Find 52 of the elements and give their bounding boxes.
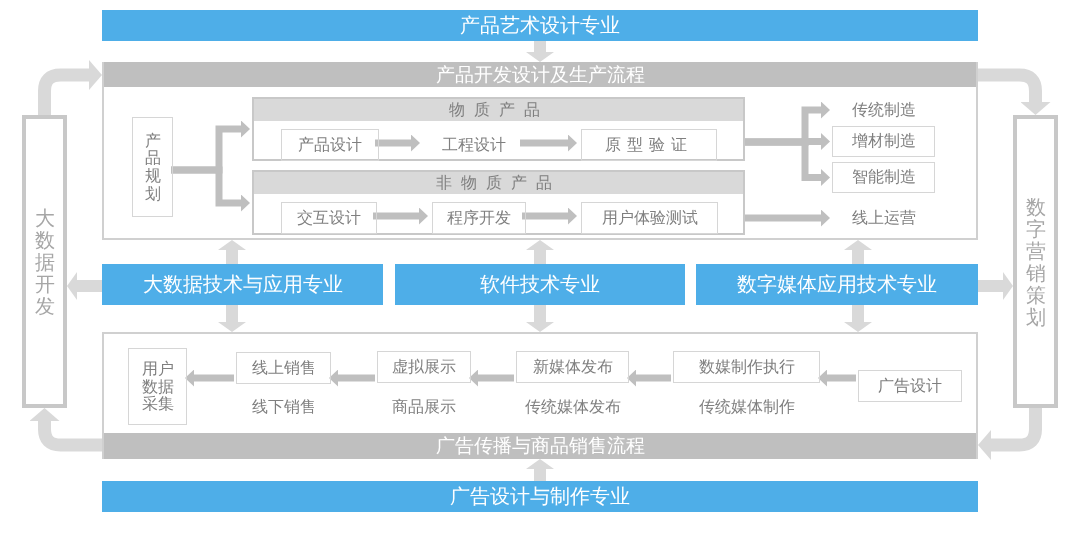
block-arrow — [526, 41, 554, 62]
major-banner: 软件技术专业 — [395, 264, 685, 305]
step-box: 增材制造 — [832, 126, 935, 157]
product-group — [252, 97, 745, 161]
block-arrow — [978, 68, 1051, 115]
side-panel: 大数据开发 — [22, 115, 67, 408]
block-arrow — [526, 459, 554, 481]
group-header: 非物质产品 — [254, 172, 743, 194]
step-box: 线上销售 — [236, 352, 331, 384]
step-box: 用户体验测试 — [581, 202, 718, 234]
step-box: 原型验证 — [581, 129, 717, 161]
block-arrow — [218, 240, 246, 264]
block-arrow — [218, 305, 246, 332]
group-header: 物质产品 — [254, 99, 743, 121]
block-arrow — [67, 272, 102, 300]
block-arrow — [526, 305, 554, 332]
step-box: 智能制造 — [832, 162, 935, 193]
step-label: 线上运营 — [832, 205, 935, 231]
step-box: 产品设计 — [281, 129, 379, 161]
block-arrow — [743, 138, 830, 186]
block-arrow — [978, 272, 1013, 300]
major-banner: 产品艺术设计专业 — [102, 10, 978, 41]
block-arrow — [743, 209, 830, 227]
step-label: 传统媒体发布 — [516, 394, 629, 420]
block-arrow — [38, 60, 102, 115]
step-label: 商品展示 — [377, 394, 471, 420]
product-group — [252, 170, 745, 235]
block-arrow — [526, 240, 554, 264]
step-box: 新媒体发布 — [516, 351, 629, 383]
panel-header: 广告传播与商品销售流程 — [104, 433, 976, 459]
block-arrow — [844, 240, 872, 264]
major-banner: 数字媒体应用技术专业 — [696, 264, 978, 305]
block-arrow — [978, 408, 1042, 460]
major-banner: 广告设计与制作专业 — [102, 481, 978, 512]
step-box: 用户数据采集 — [128, 348, 187, 425]
block-arrow — [844, 305, 872, 332]
step-box: 数媒制作执行 — [673, 351, 820, 383]
step-box: 产品规划 — [132, 117, 173, 217]
block-arrow — [29, 408, 102, 452]
process-panel — [102, 62, 978, 240]
step-box: 交互设计 — [281, 202, 377, 234]
step-box: 程序开发 — [432, 202, 526, 234]
step-label: 传统制造 — [832, 98, 935, 122]
side-panel: 数字营销策划 — [1013, 115, 1058, 408]
process-panel — [102, 332, 978, 459]
major-banner: 大数据技术与应用专业 — [102, 264, 383, 305]
step-label: 线下销售 — [236, 394, 331, 420]
step-box: 虚拟展示 — [377, 351, 471, 383]
step-box: 广告设计 — [858, 370, 962, 402]
step-label: 传统媒体制作 — [673, 394, 820, 420]
step-label: 工程设计 — [424, 129, 524, 161]
panel-header: 产品开发设计及生产流程 — [104, 62, 976, 87]
